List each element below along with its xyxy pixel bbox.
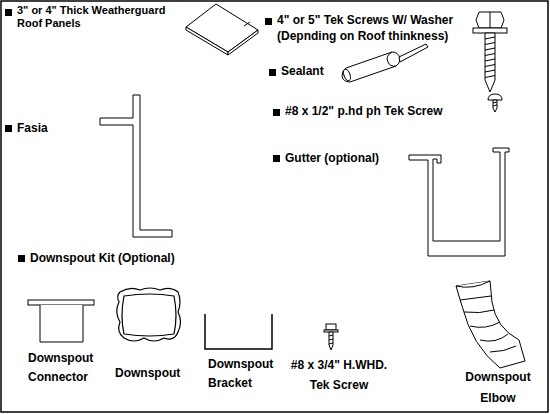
screw-thread	[485, 59, 495, 61]
screw-thread	[485, 48, 495, 50]
screw-thread	[485, 54, 495, 56]
part-name: Downspout Kit (Optional)	[30, 251, 220, 266]
part-name: Downspout Elbow	[455, 367, 541, 409]
gutter-profile	[409, 148, 509, 256]
sealant-tube	[342, 44, 428, 82]
hex-washer-screw	[324, 324, 338, 350]
screw-thread	[485, 76, 495, 78]
downspout-elbow	[456, 281, 525, 368]
bullet	[5, 125, 12, 132]
part-name: Downspout Bracket	[208, 355, 284, 393]
fascia-profile	[100, 95, 172, 237]
screw-thread	[485, 37, 495, 39]
screw-thread	[485, 43, 495, 45]
downspout	[117, 288, 181, 341]
bullet	[5, 9, 12, 16]
part-name: 3" or 4" Thick Weatherguard Roof Panels	[17, 4, 189, 30]
part-name: #8 x 3/4" H.WHD. Tek Screw	[283, 355, 395, 395]
part-name: Fasia	[17, 121, 77, 136]
tek-screw-washer	[473, 12, 507, 92]
roof-panel	[186, 4, 258, 55]
part-name: #8 x 1/2" p.hd ph Tek Screw	[285, 104, 475, 119]
bullet	[273, 155, 280, 162]
part-name: Downspout	[115, 366, 195, 381]
part-name: Sealant	[281, 64, 341, 79]
pan-head-screw	[488, 94, 502, 112]
screw-thread	[485, 70, 495, 72]
downspout-connector	[28, 300, 94, 342]
downspout-bracket	[205, 314, 272, 349]
part-name: Downspout Connector	[28, 349, 104, 387]
bullet	[273, 109, 280, 116]
bullet	[265, 18, 272, 25]
bullet	[269, 69, 276, 76]
screw-thread	[485, 65, 495, 67]
part-name: Gutter (optional)	[285, 151, 415, 166]
part-name: 4" or 5" Tek Screws W/ Washer (Depnding …	[277, 12, 492, 44]
bullet	[18, 255, 25, 262]
bullets	[5, 9, 280, 262]
